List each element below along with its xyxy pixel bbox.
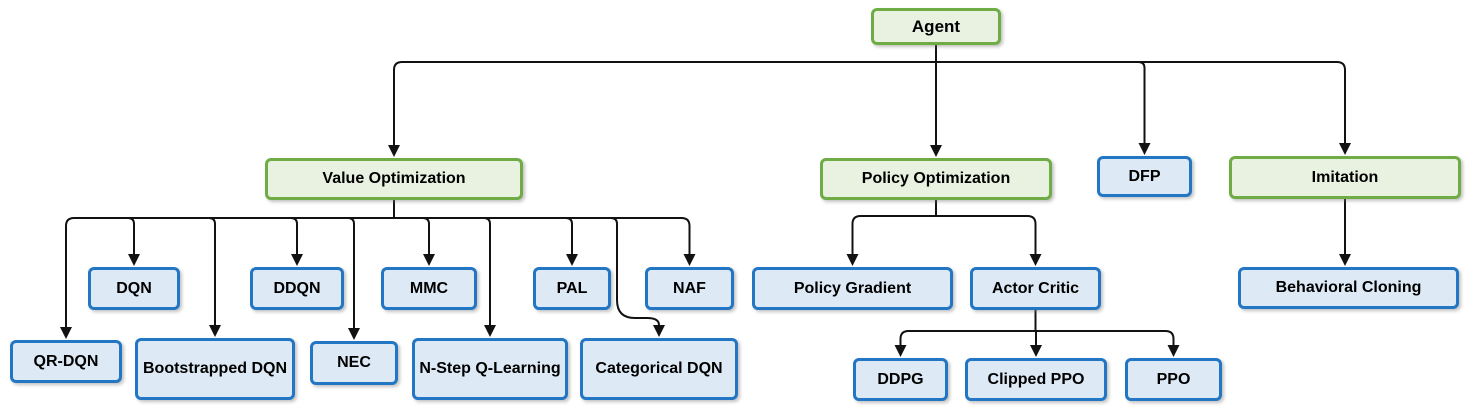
arrowhead-pal bbox=[566, 254, 578, 266]
node-behavioral-cloning: Behavioral Cloning bbox=[1238, 267, 1459, 309]
node-categorical-dqn: Categorical DQN bbox=[580, 338, 738, 400]
arrowhead-naf bbox=[683, 254, 696, 266]
arrowhead-n-step-q-learning bbox=[484, 325, 496, 337]
node-ppo: PPO bbox=[1125, 358, 1222, 401]
node-label: DQN bbox=[116, 279, 152, 297]
node-label: Bootstrapped DQN bbox=[143, 360, 287, 377]
node-label: Policy Optimization bbox=[861, 170, 1011, 187]
node-ddpg: DDPG bbox=[853, 358, 948, 401]
arrowhead-policy-gradient bbox=[846, 254, 859, 266]
node-label: NAF bbox=[673, 279, 706, 297]
node-label: MMC bbox=[409, 279, 449, 297]
node-label: DDQN bbox=[273, 279, 321, 297]
node-qr-dqn: QR-DQN bbox=[10, 340, 122, 383]
arrowhead-categorical-dqn bbox=[653, 325, 665, 337]
node-label: Clipped PPO bbox=[987, 370, 1085, 388]
node-label: DDPG bbox=[877, 370, 924, 388]
node-label: Agent bbox=[911, 16, 961, 36]
arrowhead-qr-dqn bbox=[60, 327, 72, 339]
node-naf: NAF bbox=[645, 267, 734, 310]
edge-policy-optimization bbox=[851, 200, 1037, 254]
node-dfp: DFP bbox=[1097, 156, 1192, 197]
arrowhead-clipped-ppo bbox=[1030, 345, 1042, 357]
arrowhead-nec bbox=[348, 328, 360, 340]
arrowhead-behavioral-cloning bbox=[1339, 254, 1351, 266]
node-nec: NEC bbox=[310, 341, 398, 385]
node-label: PPO bbox=[1156, 370, 1191, 388]
node-policy-optimization: Policy Optimization bbox=[820, 158, 1052, 200]
node-bootstrapped-dqn: Bootstrapped DQN bbox=[135, 338, 295, 400]
arrowhead-ddqn bbox=[291, 254, 303, 266]
node-label: Actor Critic bbox=[991, 279, 1080, 297]
node-actor-critic: Actor Critic bbox=[970, 267, 1101, 310]
arrowhead-ppo bbox=[1167, 345, 1180, 357]
edge-agent bbox=[393, 45, 1346, 145]
node-label: Categorical DQN bbox=[595, 360, 723, 377]
node-mmc: MMC bbox=[381, 267, 477, 310]
node-label: Imitation bbox=[1311, 168, 1379, 186]
edge-actor-critic bbox=[899, 310, 1175, 345]
arrowhead-value-optimization bbox=[388, 145, 400, 157]
node-label: PAL bbox=[556, 279, 588, 297]
node-clipped-ppo: Clipped PPO bbox=[965, 358, 1107, 401]
arrowhead-actor-critic bbox=[1029, 254, 1042, 266]
node-label: DFP bbox=[1128, 167, 1161, 185]
arrowhead-dqn bbox=[128, 254, 140, 266]
node-n-step-q-learning: N-Step Q-Learning bbox=[412, 338, 568, 400]
arrowhead-policy-optimization bbox=[930, 145, 942, 157]
arrowhead-ddpg bbox=[894, 345, 907, 357]
node-agent: Agent bbox=[871, 8, 1001, 45]
arrowhead-imitation bbox=[1339, 143, 1351, 155]
node-value-optimization: Value Optimization bbox=[265, 158, 523, 200]
node-label: Value Optimization bbox=[322, 170, 466, 187]
node-ddqn: DDQN bbox=[250, 267, 344, 310]
arrowhead-bootstrapped-dqn bbox=[209, 325, 221, 337]
node-label: N-Step Q-Learning bbox=[419, 360, 561, 377]
node-dqn: DQN bbox=[88, 267, 180, 310]
arrowhead-mmc bbox=[423, 254, 435, 266]
node-pal: PAL bbox=[533, 267, 611, 310]
node-label: Policy Gradient bbox=[793, 279, 912, 297]
arrowhead-dfp bbox=[1138, 143, 1151, 155]
edge-value-optimization bbox=[65, 200, 691, 328]
node-label: NEC bbox=[337, 354, 371, 371]
node-label: QR-DQN bbox=[33, 352, 99, 370]
node-imitation: Imitation bbox=[1229, 156, 1461, 199]
node-label: Behavioral Cloning bbox=[1275, 279, 1422, 296]
node-policy-gradient: Policy Gradient bbox=[752, 267, 953, 310]
